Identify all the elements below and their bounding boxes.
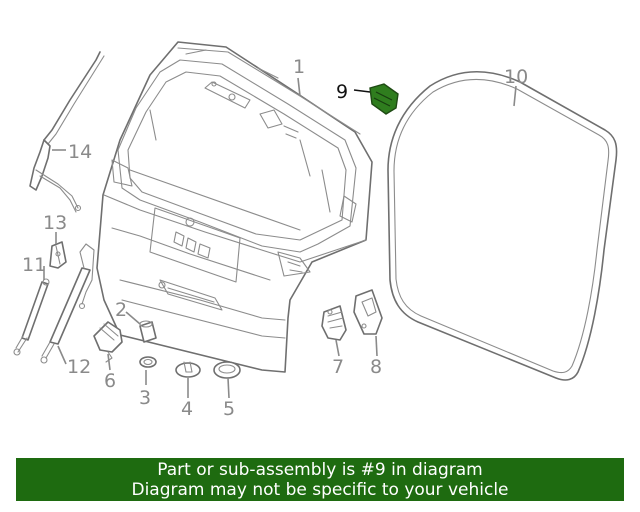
- callout-14: 14: [68, 141, 92, 163]
- weatherstrip-seal: [387, 71, 618, 381]
- callout-12: 12: [67, 356, 91, 378]
- gas-strut-cable: [40, 243, 95, 364]
- callout-labels: 1 2 3 4 5 6 7 8 9 10 11 12 13 14: [22, 56, 528, 420]
- callout-1: 1: [293, 56, 305, 78]
- striker-plate: [353, 289, 383, 335]
- highlighted-part-9: [369, 83, 399, 115]
- callout-10: 10: [504, 66, 528, 88]
- wiper-arm: [29, 51, 105, 213]
- latch-actuator: [93, 321, 123, 363]
- gas-strut: [13, 278, 50, 356]
- callout-8: 8: [370, 356, 382, 378]
- callout-9: 9: [336, 81, 348, 103]
- tailgate-panel: [96, 41, 373, 373]
- callout-3: 3: [139, 387, 151, 409]
- fitment-banner: Part or sub-assembly is #9 in diagram Di…: [16, 458, 624, 501]
- callout-6: 6: [104, 370, 116, 392]
- callout-4: 4: [181, 398, 193, 420]
- callout-2: 2: [115, 299, 127, 321]
- callout-7: 7: [332, 356, 344, 378]
- callout-5: 5: [223, 398, 235, 420]
- banner-line-1: Part or sub-assembly is #9 in diagram: [157, 460, 483, 480]
- leader-lines: [43, 77, 517, 399]
- strut-bracket: [49, 241, 67, 269]
- banner-line-2: Diagram may not be specific to your vehi…: [131, 480, 509, 500]
- callout-13: 13: [43, 212, 67, 234]
- grommet: [139, 356, 157, 368]
- plug-cap: [213, 361, 241, 379]
- callout-11: 11: [22, 254, 46, 276]
- plug: [175, 361, 201, 378]
- latch-bracket: [321, 305, 347, 341]
